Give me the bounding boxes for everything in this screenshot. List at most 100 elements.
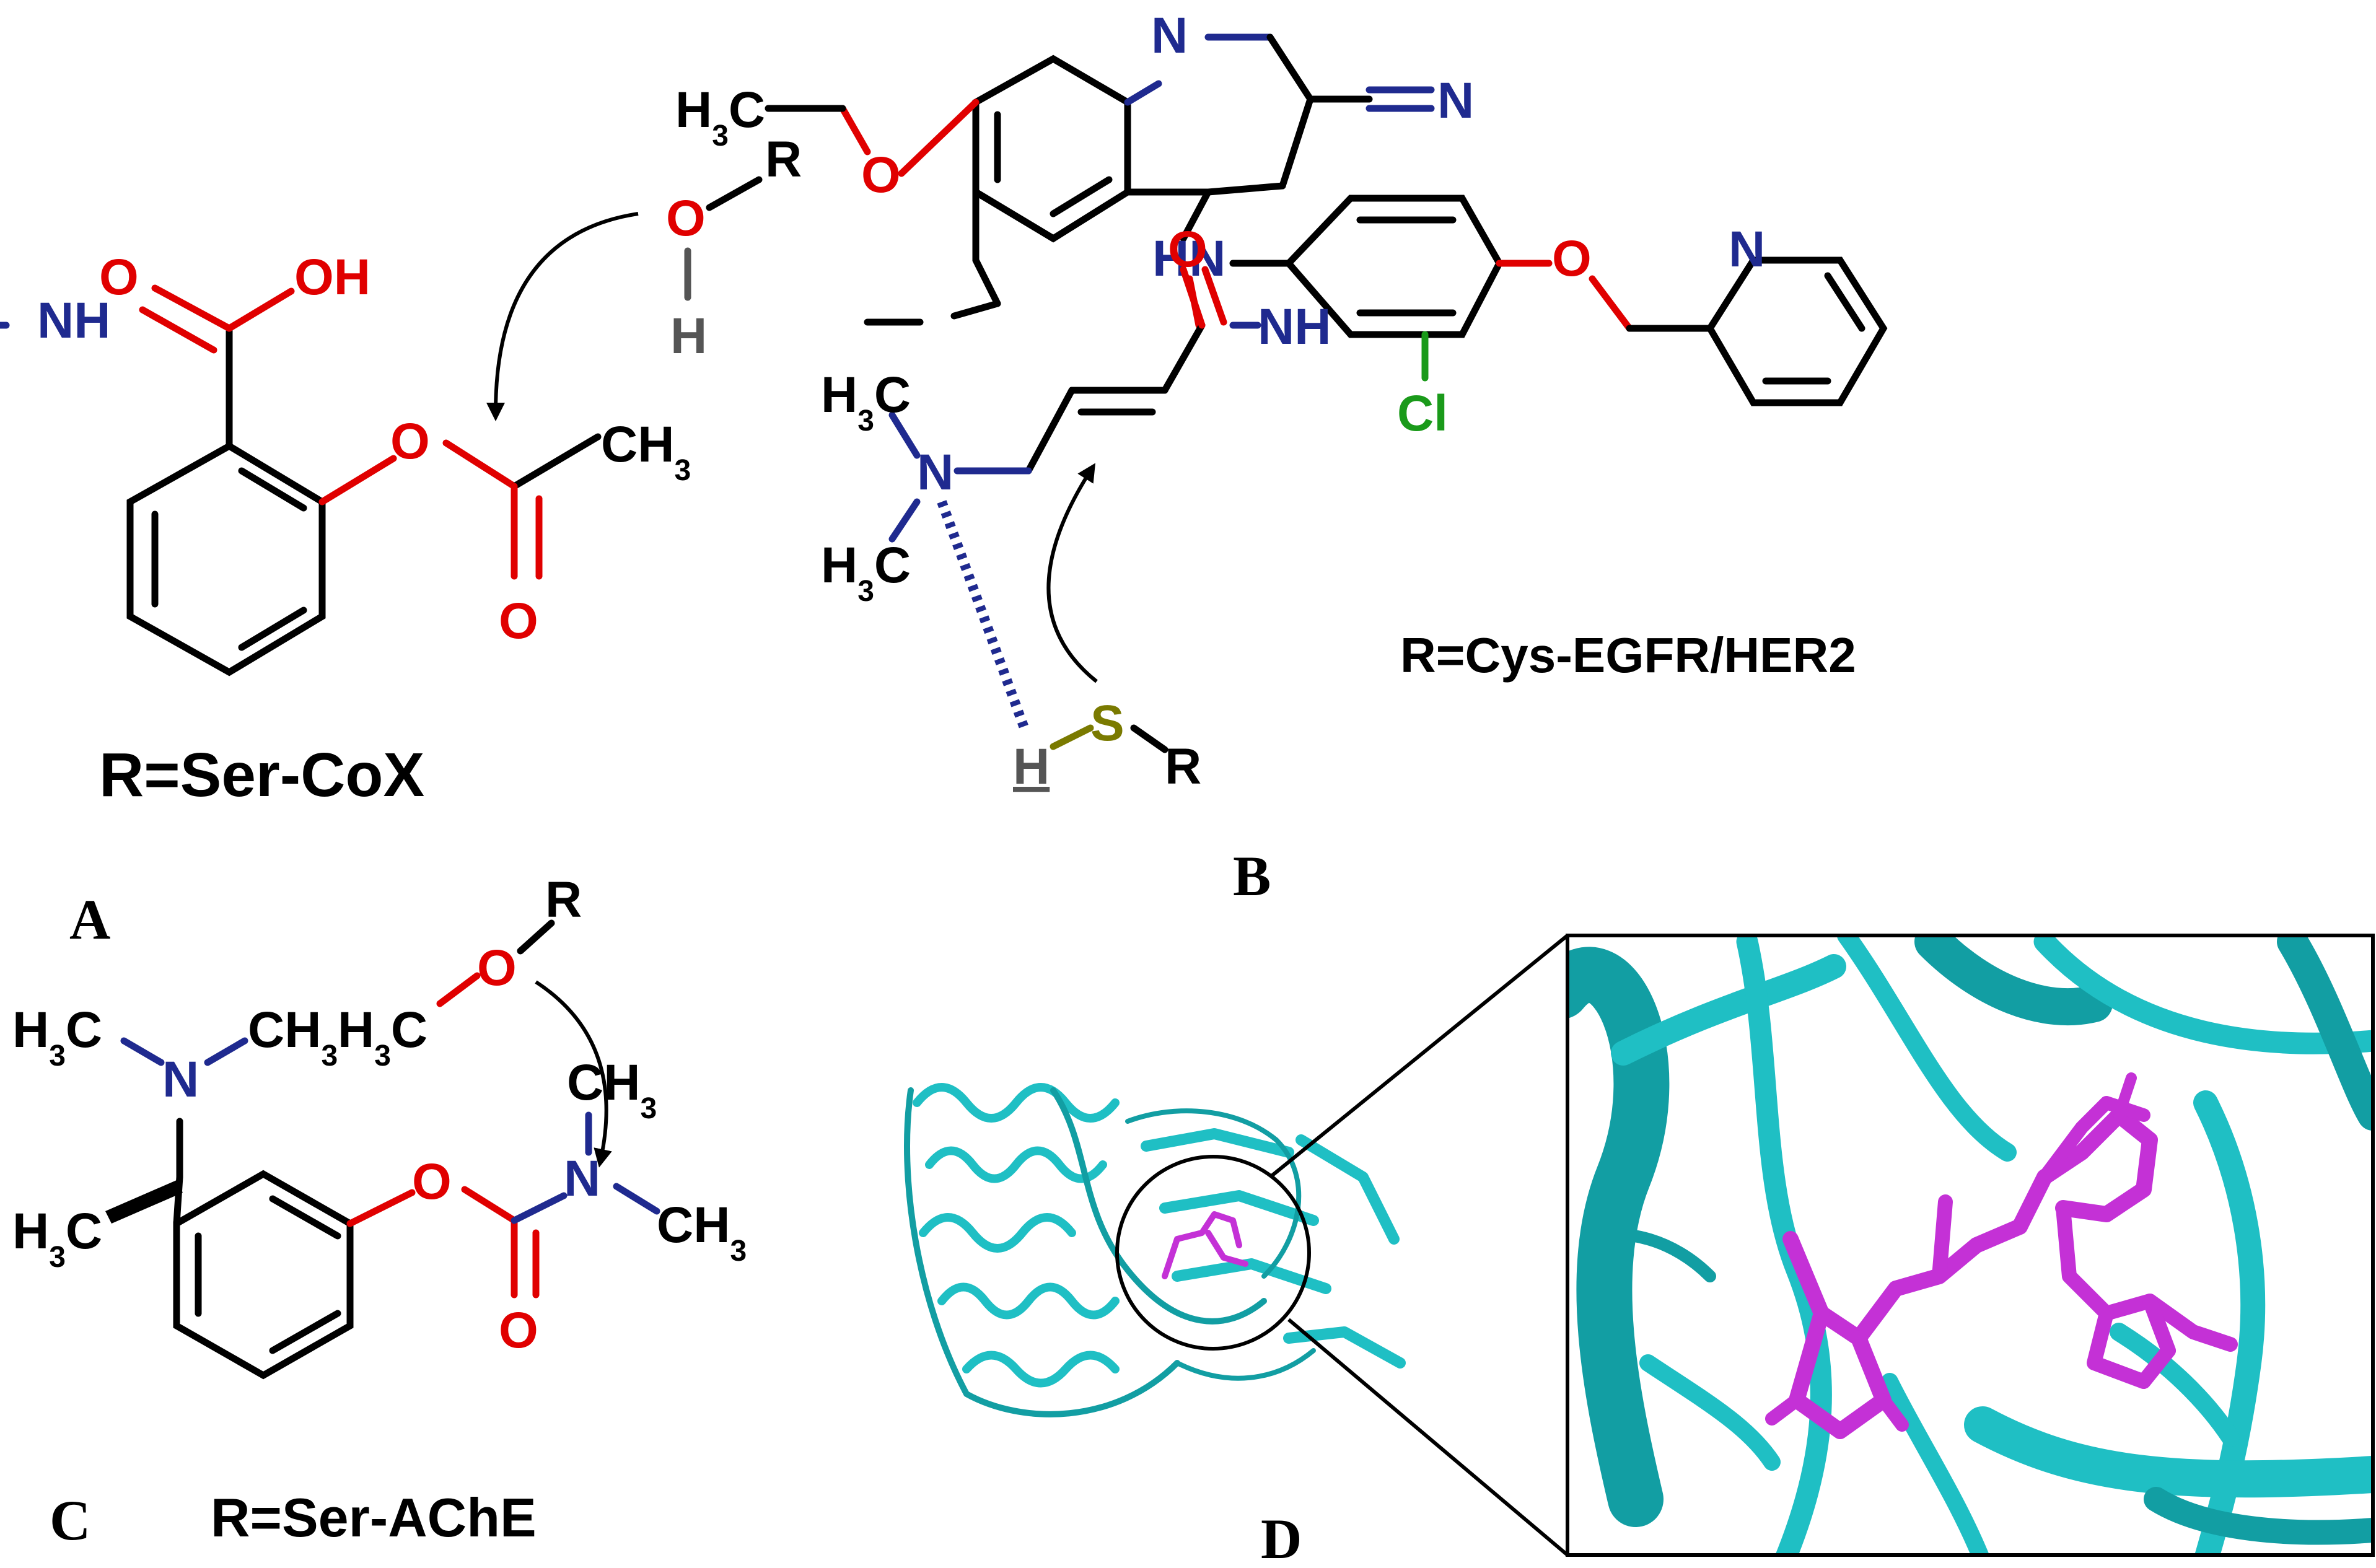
dimethylamino-bond: [888, 411, 921, 459]
aspirin-carbonyl-bond: [139, 306, 217, 354]
panel-d-protein: D: [904, 934, 2375, 1568]
aspirin-ring-double-bond: [238, 607, 307, 651]
carbamate-oxygen: O: [412, 1154, 452, 1210]
dimethylamino-methyl-label: H3C: [821, 537, 911, 608]
panel-c-letter: C: [50, 1489, 90, 1552]
quinoline-double-bond: [1050, 176, 1113, 217]
zoom-frame: [1566, 934, 2375, 1557]
ethoxy-oxygen: O: [861, 147, 901, 203]
attack-arrow-b: [1046, 463, 1098, 683]
ligand-overview: [1162, 1211, 1248, 1279]
chlorine-atom: Cl: [1397, 385, 1448, 442]
aspirin-ester-bond: [442, 439, 518, 490]
amide-nh: NH: [1258, 299, 1331, 355]
attack-arrow-a: [486, 212, 639, 421]
ethoxy-bond: [839, 105, 871, 155]
pyridylmethoxy-oxygen: O: [1552, 230, 1592, 287]
quinoline-pyridine-bond: [1279, 95, 1314, 190]
cysteine-sulfur: S: [1090, 695, 1124, 751]
aspirin-acetyl-bond: [511, 433, 602, 490]
protein-overview-ribbon: [904, 1083, 1406, 1417]
carbamate-n-bond: [613, 1183, 660, 1215]
aspirin-acetyl-oxygen: O: [499, 593, 538, 649]
carbamate-carbonyl-oxygen: O: [499, 1302, 538, 1359]
carbamate-methyl-label: CH3: [567, 1054, 657, 1125]
pyridine-nitrogen: N: [1729, 221, 1765, 278]
butenamide-carbonyl: [1201, 266, 1227, 326]
aspirin-oh-bond: [226, 287, 295, 332]
carbamate-bond: [346, 1189, 416, 1227]
aspirin-carbonyl-bond: [151, 284, 233, 332]
panel-b-letter: B: [1233, 844, 1271, 908]
quinoline-n-bond: [1124, 80, 1162, 106]
cysteine-r-bond: [1130, 724, 1168, 753]
rivastigmine-n-bond: [204, 1037, 248, 1066]
serine-methyl-label: H3C: [338, 1002, 427, 1072]
serine-oxygen-c: O: [477, 940, 517, 996]
panel-a-letter: A: [69, 888, 110, 951]
nitrile-nitrogen: N: [1437, 72, 1474, 129]
ligand-zoomed: [1765, 1072, 2238, 1439]
pyridylmethoxy-bond: [1589, 275, 1633, 332]
attack-arrow-c: [535, 980, 612, 1168]
carbamate-n-bond: [511, 1192, 568, 1224]
panel-a-caption: R=Ser-CoX: [99, 740, 424, 810]
amide-bond: [950, 300, 1001, 320]
quinoline-nitrogen: N: [1151, 7, 1188, 64]
zoom-inset: [1567, 935, 2373, 1555]
rivastigmine-methyl-label: CH3: [248, 1002, 338, 1072]
serine-o-bond-c: [436, 972, 481, 1007]
rivastigmine-dimethylamino-n: N: [162, 1051, 199, 1108]
butenamide-bond: [1025, 387, 1076, 475]
amide-bond: [972, 256, 1001, 307]
rivastigmine-bond: [173, 1173, 183, 1227]
serine-r-label-a: R: [765, 131, 802, 188]
butenamide-bond: [1161, 322, 1206, 394]
aspirin-ester-bond: [318, 455, 397, 506]
aniline-bond: [1180, 188, 1212, 242]
quinoline-pyridine-bond: [1266, 33, 1314, 103]
panel-d-letter: D: [1261, 1507, 1302, 1568]
dimethylamino-methyl-label: H3C: [821, 367, 911, 437]
rivastigmine-n-bond: [120, 1037, 165, 1066]
hydrogen-bond-dash: [937, 500, 1030, 733]
aspirin-methyl-label: CH3: [601, 416, 691, 487]
panel-c-rivastigmine: H3C N H3C CH3 O O N CH3 CH3 H3C O R R=Se…: [12, 872, 747, 1552]
rivastigmine-wedge: [105, 1180, 183, 1224]
rivastigmine-methyl-label: H3C: [12, 1002, 102, 1072]
cysteine-sh-bond: [1050, 724, 1094, 750]
aspirin-hydroxyl-label: OH: [294, 249, 370, 305]
zoom-connector-line: [1269, 934, 1569, 1179]
dimethylamino-bond: [888, 498, 921, 543]
panel-b-caption: R=Cys-EGFR/HER2: [1400, 628, 1856, 683]
ethoxy-bond: [898, 99, 980, 177]
panel-b-neratinib: N N O H3C HN Cl O N: [0, 7, 1888, 908]
pyridine-ring: [1706, 256, 1888, 406]
serine-hydrogen-a: H: [670, 308, 707, 364]
amide-bond: [972, 188, 1057, 242]
carbamate-methyl-label: CH3: [657, 1197, 747, 1268]
pyridine-double-bond: [1824, 272, 1865, 332]
aspirin-carbonyl-oxygen: O: [99, 249, 139, 305]
serine-oxygen-a: O: [666, 190, 706, 247]
serine-r-bond-a: [706, 176, 763, 211]
rivastigmine-ring-double-bond: [269, 1310, 341, 1354]
ethoxy-methyl-label: H3C: [675, 82, 765, 152]
rivastigmine-methyl-label: H3C: [12, 1203, 102, 1274]
aspirin-benzene-ring: [126, 442, 326, 677]
cysteine-r-label: R: [1165, 738, 1201, 795]
serine-r-bond-c: [517, 919, 555, 955]
carbamate-nitrogen: N: [564, 1150, 600, 1207]
butenamide-carbonyl: [1180, 266, 1206, 329]
panel-a-aspirin: O OH O CH3 O O R H R=Ser-CoX A: [69, 131, 802, 951]
zoom-circle: [1115, 1155, 1311, 1351]
aspirin-ring-double-bond: [238, 467, 307, 512]
butenamide-oxygen: O: [1168, 221, 1208, 278]
serine-r-label-c: R: [545, 872, 582, 928]
rivastigmine-benzene-ring: [173, 1170, 354, 1380]
quinoline-pyridine-bond: [1204, 182, 1286, 196]
aspirin-ester-oxygen: O: [390, 413, 430, 470]
zoom-connector-line: [1287, 1318, 1569, 1557]
